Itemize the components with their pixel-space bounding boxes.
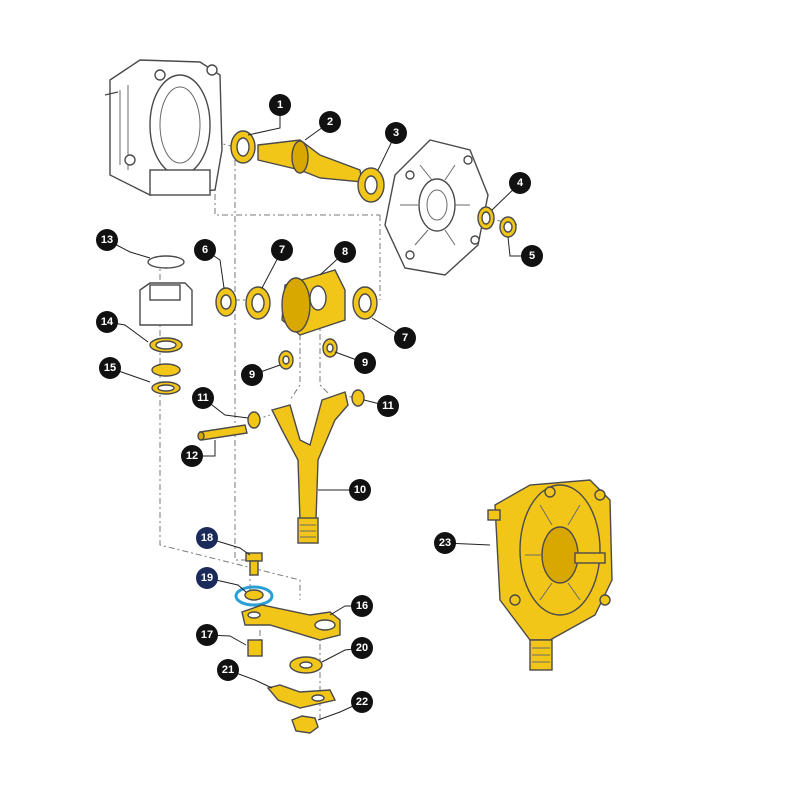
callout-19: 19 xyxy=(196,567,218,589)
washer-20 xyxy=(289,656,323,674)
pin-12 xyxy=(197,424,248,441)
svg-text:4: 4 xyxy=(517,177,524,189)
spacer-17 xyxy=(247,639,263,657)
callout-10: 10 xyxy=(349,479,371,501)
svg-text:6: 6 xyxy=(202,244,208,256)
svg-text:8: 8 xyxy=(342,246,348,258)
callout-17: 17 xyxy=(196,624,218,646)
svg-text:1: 1 xyxy=(277,99,283,111)
callout-15: 15 xyxy=(99,357,121,379)
callout-6: 6 xyxy=(194,239,216,261)
svg-text:5: 5 xyxy=(529,250,535,262)
callout-20: 20 xyxy=(351,637,373,659)
callout-1: 1 xyxy=(269,94,291,116)
svg-text:17: 17 xyxy=(201,629,213,641)
svg-text:10: 10 xyxy=(354,484,366,496)
callout-7-top: 7 xyxy=(271,239,293,261)
callout-3: 3 xyxy=(385,122,407,144)
svg-text:2: 2 xyxy=(327,116,333,128)
gear-8 xyxy=(281,269,346,336)
bolt-18 xyxy=(245,552,263,576)
callout-21: 21 xyxy=(217,659,239,681)
svg-text:23: 23 xyxy=(439,537,451,549)
svg-text:11: 11 xyxy=(197,392,209,404)
svg-text:16: 16 xyxy=(356,600,368,612)
callout-16: 16 xyxy=(351,595,373,617)
callout-18: 18 xyxy=(196,527,218,549)
lever-16 xyxy=(241,604,341,641)
callout-11-left: 11 xyxy=(192,387,214,409)
svg-text:9: 9 xyxy=(362,357,368,369)
bearing-1 xyxy=(230,130,256,164)
svg-text:11: 11 xyxy=(382,400,394,412)
svg-text:18: 18 xyxy=(201,532,213,544)
bearing-3 xyxy=(357,167,385,203)
svg-text:9: 9 xyxy=(249,369,255,381)
svg-text:7: 7 xyxy=(402,332,408,344)
callout-5: 5 xyxy=(521,245,543,267)
callout-9-left: 9 xyxy=(241,364,263,386)
callout-22: 22 xyxy=(351,691,373,713)
callout-7-right: 7 xyxy=(394,327,416,349)
seal-4 xyxy=(477,206,495,230)
callout-9-right: 9 xyxy=(354,352,376,374)
svg-text:19: 19 xyxy=(201,572,213,584)
input-shaft-2 xyxy=(257,139,363,183)
svg-text:12: 12 xyxy=(186,450,198,462)
callout-11-right: 11 xyxy=(377,395,399,417)
gearbox-housing xyxy=(104,59,223,196)
cover-plate xyxy=(384,139,489,276)
bushing-11-left xyxy=(247,411,261,429)
svg-text:20: 20 xyxy=(356,642,368,654)
callout-12: 12 xyxy=(181,445,203,467)
callout-4: 4 xyxy=(509,172,531,194)
svg-text:13: 13 xyxy=(101,234,113,246)
svg-text:22: 22 xyxy=(356,696,368,708)
washer-9-left xyxy=(278,350,294,370)
lever-21 xyxy=(266,684,337,709)
svg-text:15: 15 xyxy=(104,362,116,374)
bearing-7-right xyxy=(352,286,378,320)
washer-9-right xyxy=(322,338,338,358)
svg-text:21: 21 xyxy=(222,664,234,676)
callout-2: 2 xyxy=(319,111,341,133)
svg-text:7: 7 xyxy=(279,244,285,256)
fork-shaft-10 xyxy=(270,391,349,544)
bearing-6 xyxy=(215,287,237,317)
callout-13: 13 xyxy=(96,229,118,251)
svg-text:3: 3 xyxy=(393,127,399,139)
callout-23: 23 xyxy=(434,532,456,554)
block-13-14-15 xyxy=(139,255,193,395)
washer-19 xyxy=(234,585,274,607)
callout-8: 8 xyxy=(334,241,356,263)
nut-22 xyxy=(291,715,319,734)
ring-5 xyxy=(499,216,517,238)
bushing-11-right xyxy=(351,389,365,407)
callout-14: 14 xyxy=(96,311,118,333)
bearing-7-left xyxy=(245,286,271,320)
assembled-gearbox-23 xyxy=(487,479,613,671)
svg-text:14: 14 xyxy=(101,316,114,328)
